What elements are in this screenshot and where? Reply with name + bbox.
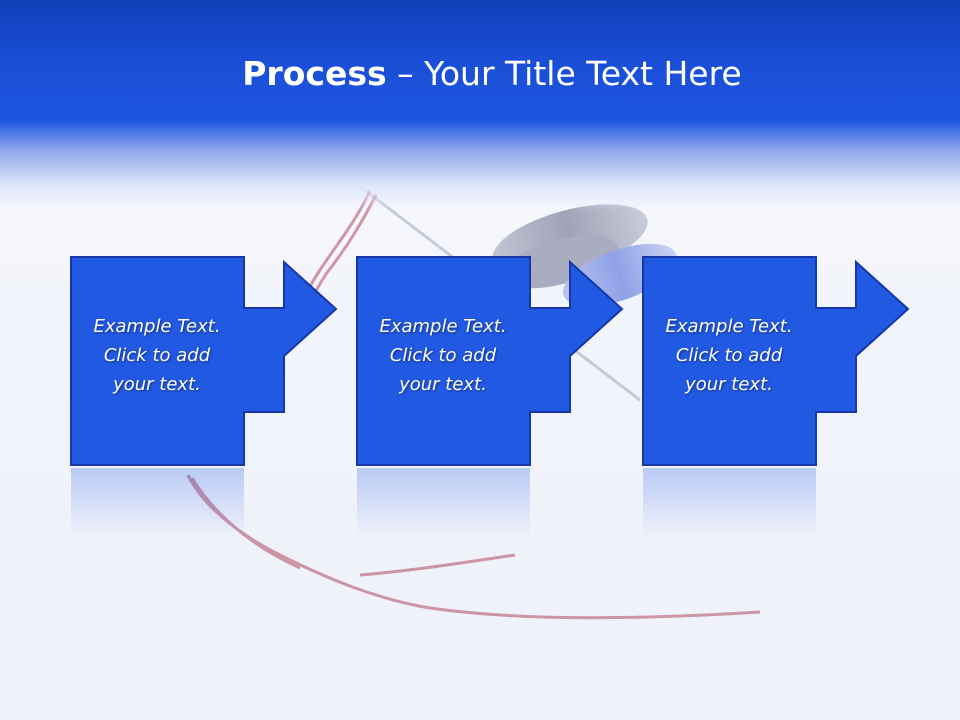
header-band	[0, 0, 960, 210]
title-bold-word: Process	[242, 54, 387, 93]
step-box-shape	[356, 256, 624, 466]
step-text-3[interactable]: Example Text. Click to add your text.	[665, 316, 793, 395]
slide-title[interactable]: Process – Your Title Text Here	[0, 52, 960, 96]
step-box-shape	[70, 256, 338, 466]
process-step-2[interactable]: Example Text. Click to add your text.	[356, 256, 696, 466]
step-text-2[interactable]: Example Text. Click to add your text.	[379, 316, 507, 395]
step-box-shape	[642, 256, 910, 466]
step-text-1[interactable]: Example Text. Click to add your text.	[93, 316, 221, 395]
process-step-1[interactable]: Example Text. Click to add your text.	[70, 256, 410, 466]
process-step-3[interactable]: Example Text. Click to add your text.	[642, 256, 960, 466]
title-rest: – Your Title Text Here	[386, 54, 742, 93]
